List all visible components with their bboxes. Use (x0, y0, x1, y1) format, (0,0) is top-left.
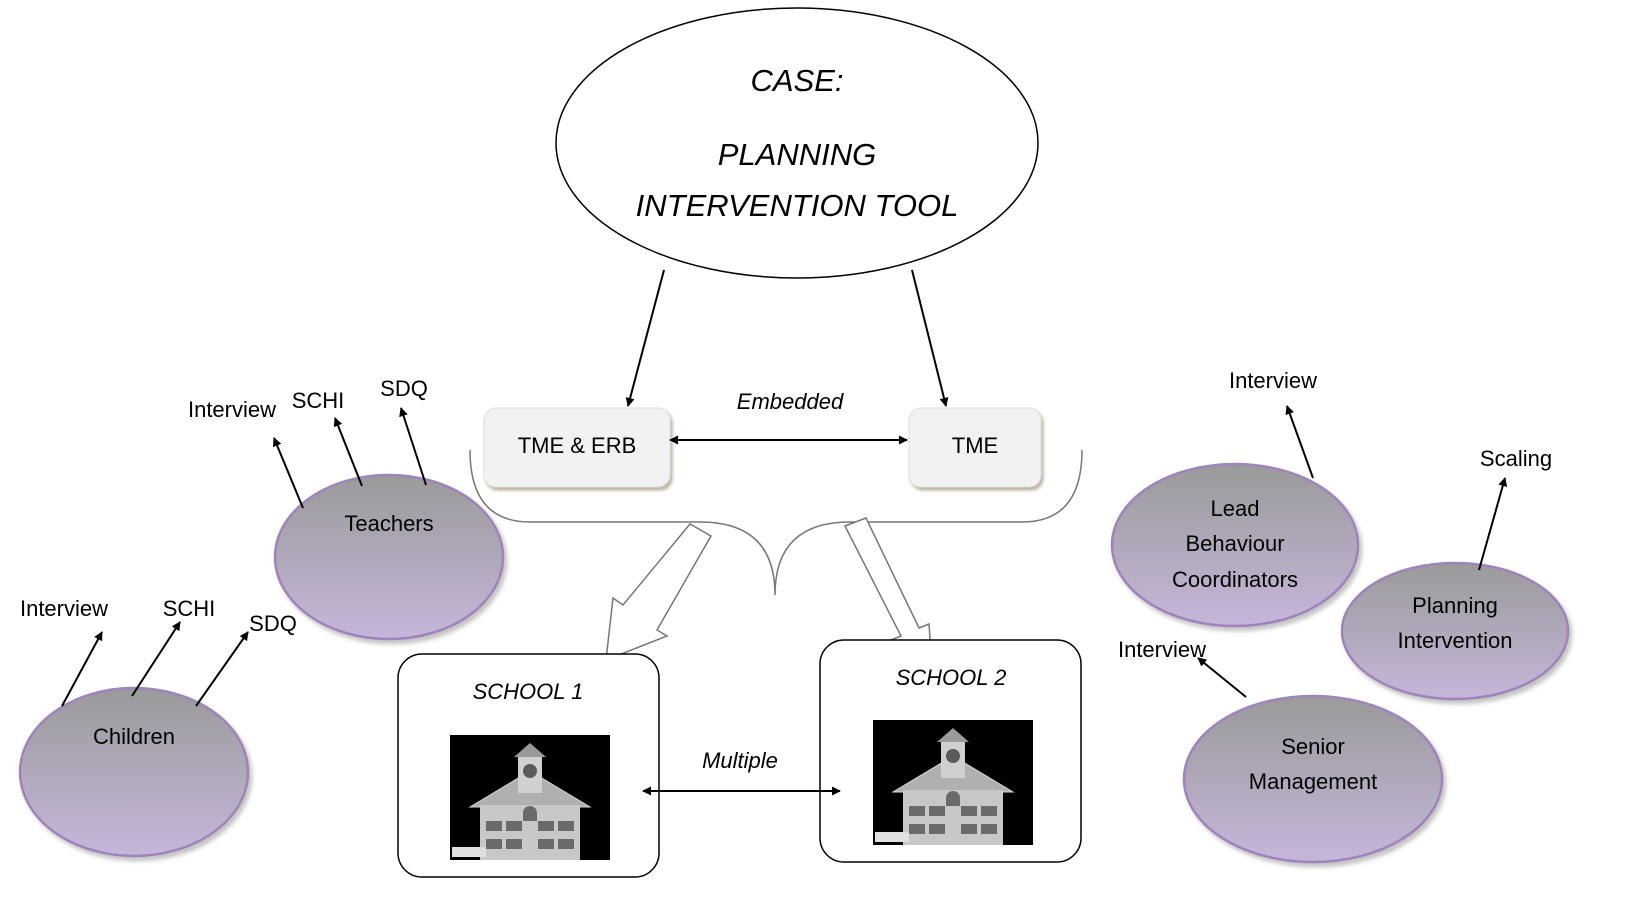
children-interview-arrow (61, 631, 103, 707)
school2-box: SCHOOL 2 (819, 639, 1082, 863)
embedded-label: Embedded (737, 389, 844, 414)
senior-interview-label: Interview (1118, 637, 1206, 662)
tme-box: TME (908, 407, 1042, 488)
case-title: CASE: (750, 63, 843, 98)
school2-block-arrow (843, 517, 932, 654)
children-sdq-label: SDQ (249, 611, 297, 636)
senior-interview-arrow (1197, 657, 1247, 698)
school1-label: SCHOOL 1 (473, 679, 584, 704)
teachers-sdq-arrow (399, 407, 427, 486)
school2-label: SCHOOL 2 (896, 665, 1007, 690)
senior-line-2: Management (1249, 769, 1377, 794)
children-schi-label: SCHI (163, 596, 216, 621)
school1-block-arrow (605, 523, 713, 662)
teachers-sdq-label: SDQ (380, 376, 428, 401)
children-sdq-arrow (195, 631, 249, 707)
case-to-tme-arrow (911, 269, 949, 407)
planning-line-1: Planning (1412, 593, 1498, 618)
children-node: Children (18, 686, 250, 858)
grouping-brace (469, 449, 1083, 596)
case-subtitle-2: INTERVENTION TOOL (636, 188, 959, 223)
school1-box: SCHOOL 1 (397, 653, 660, 878)
lead-interview-arrow (1285, 405, 1314, 479)
school1-image (449, 734, 611, 861)
planning-line-2: Intervention (1398, 628, 1513, 653)
senior-line-1: Senior (1281, 734, 1345, 759)
teachers-node: Teachers (273, 473, 505, 641)
case-node: CASE: PLANNING INTERVENTION TOOL (555, 7, 1039, 279)
teachers-label: Teachers (344, 511, 433, 536)
tme-label: TME (952, 433, 998, 458)
children-interview-label: Interview (20, 596, 108, 621)
tme-erb-label: TME & ERB (518, 433, 637, 458)
school2-image (872, 719, 1034, 846)
teachers-interview-label: Interview (188, 397, 276, 422)
planning-intervention-node: Planning Intervention (1340, 561, 1570, 701)
lead-interview-label: Interview (1229, 368, 1317, 393)
case-subtitle-1: PLANNING (718, 137, 876, 172)
lead-line-1: Lead (1211, 496, 1260, 521)
planning-scaling-label: Scaling (1480, 446, 1552, 471)
lead-line-3: Coordinators (1172, 567, 1298, 592)
tme-erb-box: TME & ERB (483, 407, 671, 488)
multiple-label: Multiple (702, 748, 778, 773)
lead-coordinators-node: Lead Behaviour Coordinators (1110, 462, 1360, 628)
case-to-tme-erb-arrow (625, 269, 665, 407)
children-label: Children (93, 724, 175, 749)
children-schi-arrow (131, 621, 181, 697)
teachers-schi-label: SCHI (292, 388, 345, 413)
senior-management-node: Senior Management (1182, 694, 1444, 864)
teachers-schi-arrow (333, 417, 363, 487)
teachers-interview-arrow (272, 437, 304, 509)
lead-line-2: Behaviour (1185, 531, 1284, 556)
planning-scaling-arrow (1478, 477, 1508, 571)
